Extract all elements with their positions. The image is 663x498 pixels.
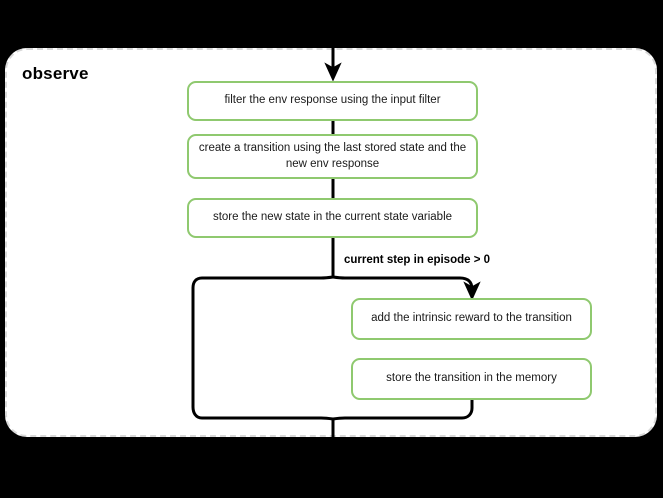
branch-condition-label: current step in episode > 0 — [344, 254, 491, 266]
node-filter-env-response[interactable]: filter the env response using the input … — [187, 81, 478, 121]
node-store-new-state[interactable]: store the new state in the current state… — [187, 198, 478, 238]
node-add-intrinsic-reward[interactable]: add the intrinsic reward to the transiti… — [351, 298, 592, 340]
node-store-transition-in-memory[interactable]: store the transition in the memory — [351, 358, 592, 400]
page-title: observe — [22, 64, 89, 83]
node-create-transition[interactable]: create a transition using the last store… — [187, 134, 478, 179]
